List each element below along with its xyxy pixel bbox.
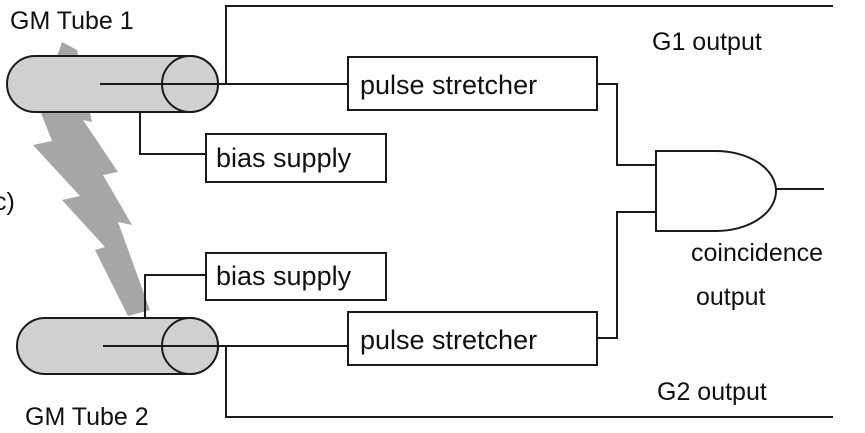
gm-tube-1-label: GM Tube 1 — [10, 7, 134, 35]
bias-supply-bottom-box — [205, 252, 387, 301]
bias-supply-top-label: bias supply — [216, 143, 352, 173]
and-gate-icon — [655, 150, 777, 232]
gm-tube-1 — [6, 55, 222, 113]
stretcher-bottom-to-gate-wire — [597, 211, 656, 339]
gm-tube-2-label: GM Tube 2 — [25, 403, 149, 431]
gm-tube-2 — [16, 317, 222, 375]
pulse-stretcher-bottom-label: pulse stretcher — [360, 325, 537, 355]
stretcher-top-to-gate-wire — [597, 83, 656, 166]
bias-bottom-wire — [144, 274, 205, 318]
pulse-stretcher-top-label: pulse stretcher — [360, 70, 537, 100]
coincidence-label-line2: output — [696, 283, 766, 311]
coincidence-label-line1: coincidence — [691, 239, 823, 267]
bias-supply-bottom-label: bias supply — [216, 261, 352, 291]
partial-left-label: c) — [0, 188, 15, 216]
g2-output-label: G2 output — [657, 378, 767, 406]
bias-top-wire — [139, 112, 205, 155]
g1-output-label: G1 output — [652, 28, 762, 56]
bias-supply-top-box — [205, 133, 387, 183]
pulse-stretcher-bottom-box — [347, 311, 598, 366]
